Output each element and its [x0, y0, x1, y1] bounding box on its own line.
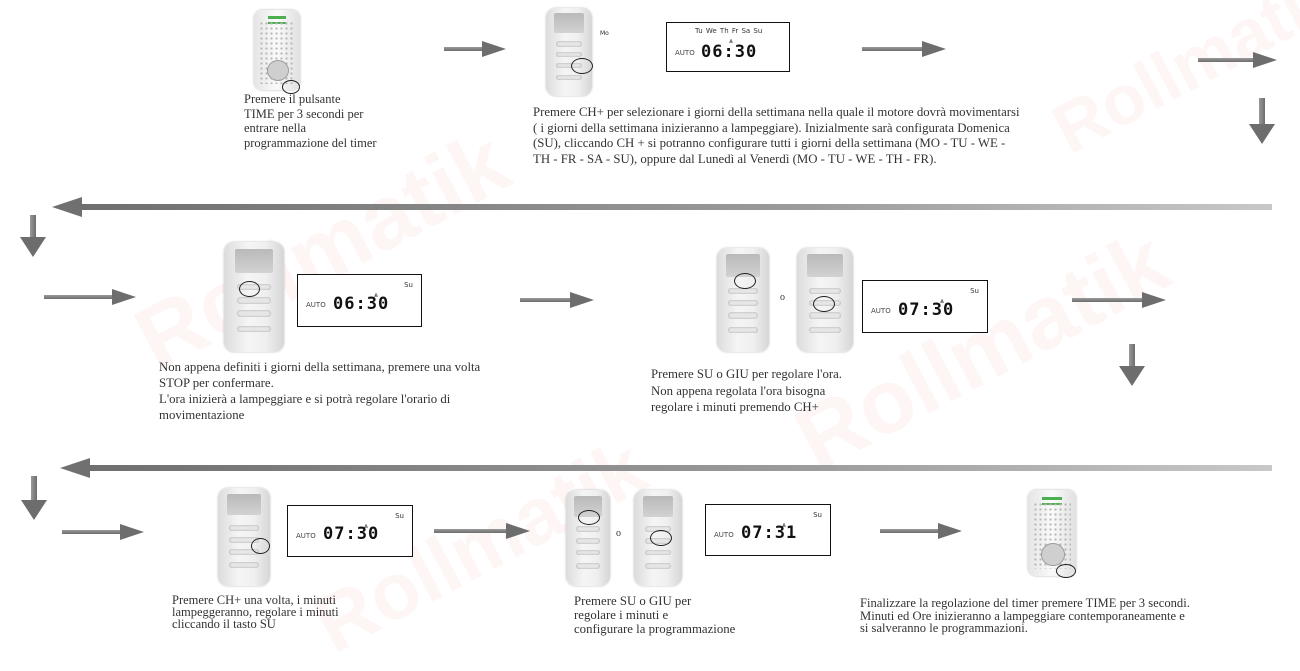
lcd-display: Su ⩓ AUTO 06:30 [297, 274, 422, 327]
remote-control [717, 248, 769, 352]
lcd-time: 07:30 [898, 300, 955, 320]
signal-icon: ⩓ [940, 297, 944, 305]
remote-back-image [1028, 490, 1076, 578]
ch-plus-button-highlight [571, 58, 593, 74]
stop-button-highlight [239, 281, 260, 297]
time-button-highlight [1056, 564, 1076, 578]
lcd-time: 07:31 [741, 523, 798, 543]
watermark: Rollmatik [120, 111, 525, 391]
lcd-auto-label: AUTO [714, 531, 734, 539]
remote-control [218, 488, 270, 586]
down-button-highlight [650, 530, 672, 546]
remote-control [797, 248, 853, 352]
step4-caption: Premere SU o GIU per regolare l'ora.Non … [651, 367, 842, 414]
or-label: o [616, 528, 621, 539]
signal-icon: ⩓ [374, 291, 378, 299]
lcd-days: Tu We Th Fr Sa Su [695, 27, 763, 35]
lcd-day: Su [395, 512, 404, 520]
lcd-time: 06:30 [701, 42, 758, 62]
day-label-mo: Mo [600, 30, 609, 37]
step2-caption: Premere CH+ per selezionare i giorni del… [533, 105, 1020, 166]
signal-icon: ⩓ [729, 37, 733, 45]
signal-icon: ⩓ [364, 522, 368, 530]
remote-back-image [254, 10, 300, 94]
lcd-display: Su ⩓ AUTO 07:30 [862, 280, 988, 333]
lcd-display: Su ⩓ AUTO 07:31 [705, 504, 831, 556]
lcd-day: Su [813, 511, 822, 519]
lcd-time: 07:30 [323, 524, 380, 544]
or-label: o [780, 292, 785, 303]
remote-control [634, 490, 682, 586]
remote-control [224, 242, 284, 352]
step7-caption: Finalizzare la regolazione del timer pre… [860, 596, 1190, 635]
remote-control [546, 8, 593, 96]
lcd-day: Su [970, 287, 979, 295]
lcd-auto-label: AUTO [296, 532, 316, 540]
signal-icon: ⩓ [782, 521, 786, 529]
time-button-highlight [282, 80, 300, 94]
lcd-display: Tu We Th Fr Sa Su ⩓ AUTO 06:30 [666, 22, 790, 72]
up-button-highlight [734, 273, 756, 289]
lcd-day: Su [404, 281, 413, 289]
lcd-auto-label: AUTO [675, 49, 695, 57]
down-button-highlight [813, 296, 835, 312]
ch-plus-button-highlight [251, 538, 270, 554]
lcd-display: Su ⩓ AUTO 07:30 [287, 505, 413, 557]
lcd-auto-label: AUTO [871, 307, 891, 315]
lcd-auto-label: AUTO [306, 301, 326, 309]
up-button-highlight [578, 510, 600, 525]
lcd-time: 06:30 [333, 294, 390, 314]
remote-control [566, 490, 610, 586]
step3-caption: Non appena definiti i giorni della setti… [159, 360, 481, 422]
